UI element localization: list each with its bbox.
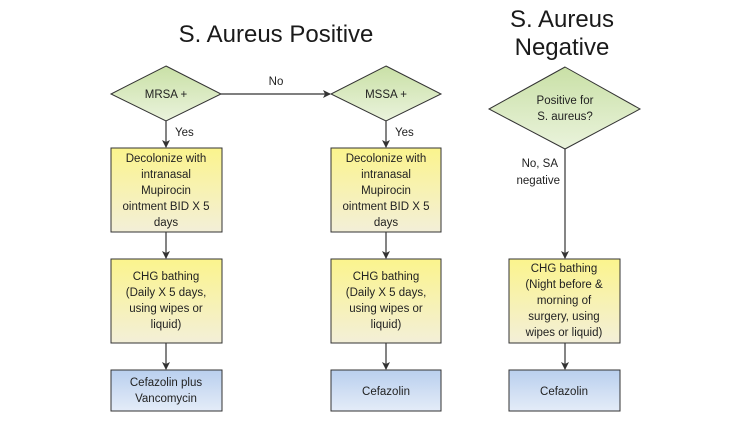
decision-mrsa-text: MRSA + [145,89,188,101]
outcome-mssa-line: Cefazolin [362,386,410,398]
decision-sa-line: Positive for [537,95,594,107]
decolonize-mrsa-line: intranasal [141,169,191,181]
decision-positive-for-sa [487,66,642,150]
decolonize-mssa-line: days [374,217,399,229]
label-no-sa-negative: No, SA [522,158,559,170]
decolonize-mrsa-line: Mupirocin [141,185,191,197]
decolonize-mssa-line: Decolonize with [346,153,427,165]
label-no-sa-negative: negative [517,175,560,187]
title-sa-positive: S. Aureus Positive [179,21,374,48]
decision-mssa-text: MSSA + [365,89,407,101]
chg-mrsa-line: (Daily X 5 days, [126,287,207,299]
decolonize-mrsa-line: Decolonize with [126,153,207,165]
outcome-mrsa-line: Cefazolin plus [130,377,202,389]
chg-mssa-line: liquid) [371,319,402,331]
chg-mssa-line: using wipes or [349,303,423,315]
chg-neg-line: CHG bathing [531,263,597,275]
chg-mssa-line: CHG bathing [353,271,419,283]
outcome-mrsa [110,369,223,412]
decolonize-mssa-line: intranasal [361,169,411,181]
chg-mssa-line: (Daily X 5 days, [346,287,427,299]
decolonize-mrsa-line: ointment BID X 5 [123,201,210,213]
process-chg-mssa [330,258,442,344]
title-sa-negative-line1: S. Aureus [510,6,614,33]
chg-mrsa-line: CHG bathing [133,271,199,283]
label-no: No [269,76,284,88]
chg-neg-line: morning of [537,295,592,307]
outcome-neg-line: Cefazolin [540,386,588,398]
label-yes-mssa: Yes [395,127,414,139]
chg-mrsa-line: liquid) [151,319,182,331]
outcome-mssa [330,369,442,412]
outcome-mrsa-line: Vancomycin [135,393,197,405]
outcome-sa-negative [508,369,621,412]
label-yes-mrsa: Yes [175,127,194,139]
chg-neg-line: surgery, using [528,311,599,323]
decolonize-mrsa-line: days [154,217,179,229]
process-decolonize-mrsa [110,147,223,233]
decolonize-mssa-line: Mupirocin [361,185,411,197]
decolonize-mssa-line: ointment BID X 5 [343,201,430,213]
chg-mrsa-line: using wipes or [129,303,203,315]
chg-neg-line: wipes or liquid) [525,327,603,339]
chg-neg-line: (Night before & [525,279,603,291]
process-chg-sa-negative [508,258,621,344]
title-sa-negative-line2: Negative [515,34,610,61]
decision-sa-line: S. aureus? [537,111,593,123]
